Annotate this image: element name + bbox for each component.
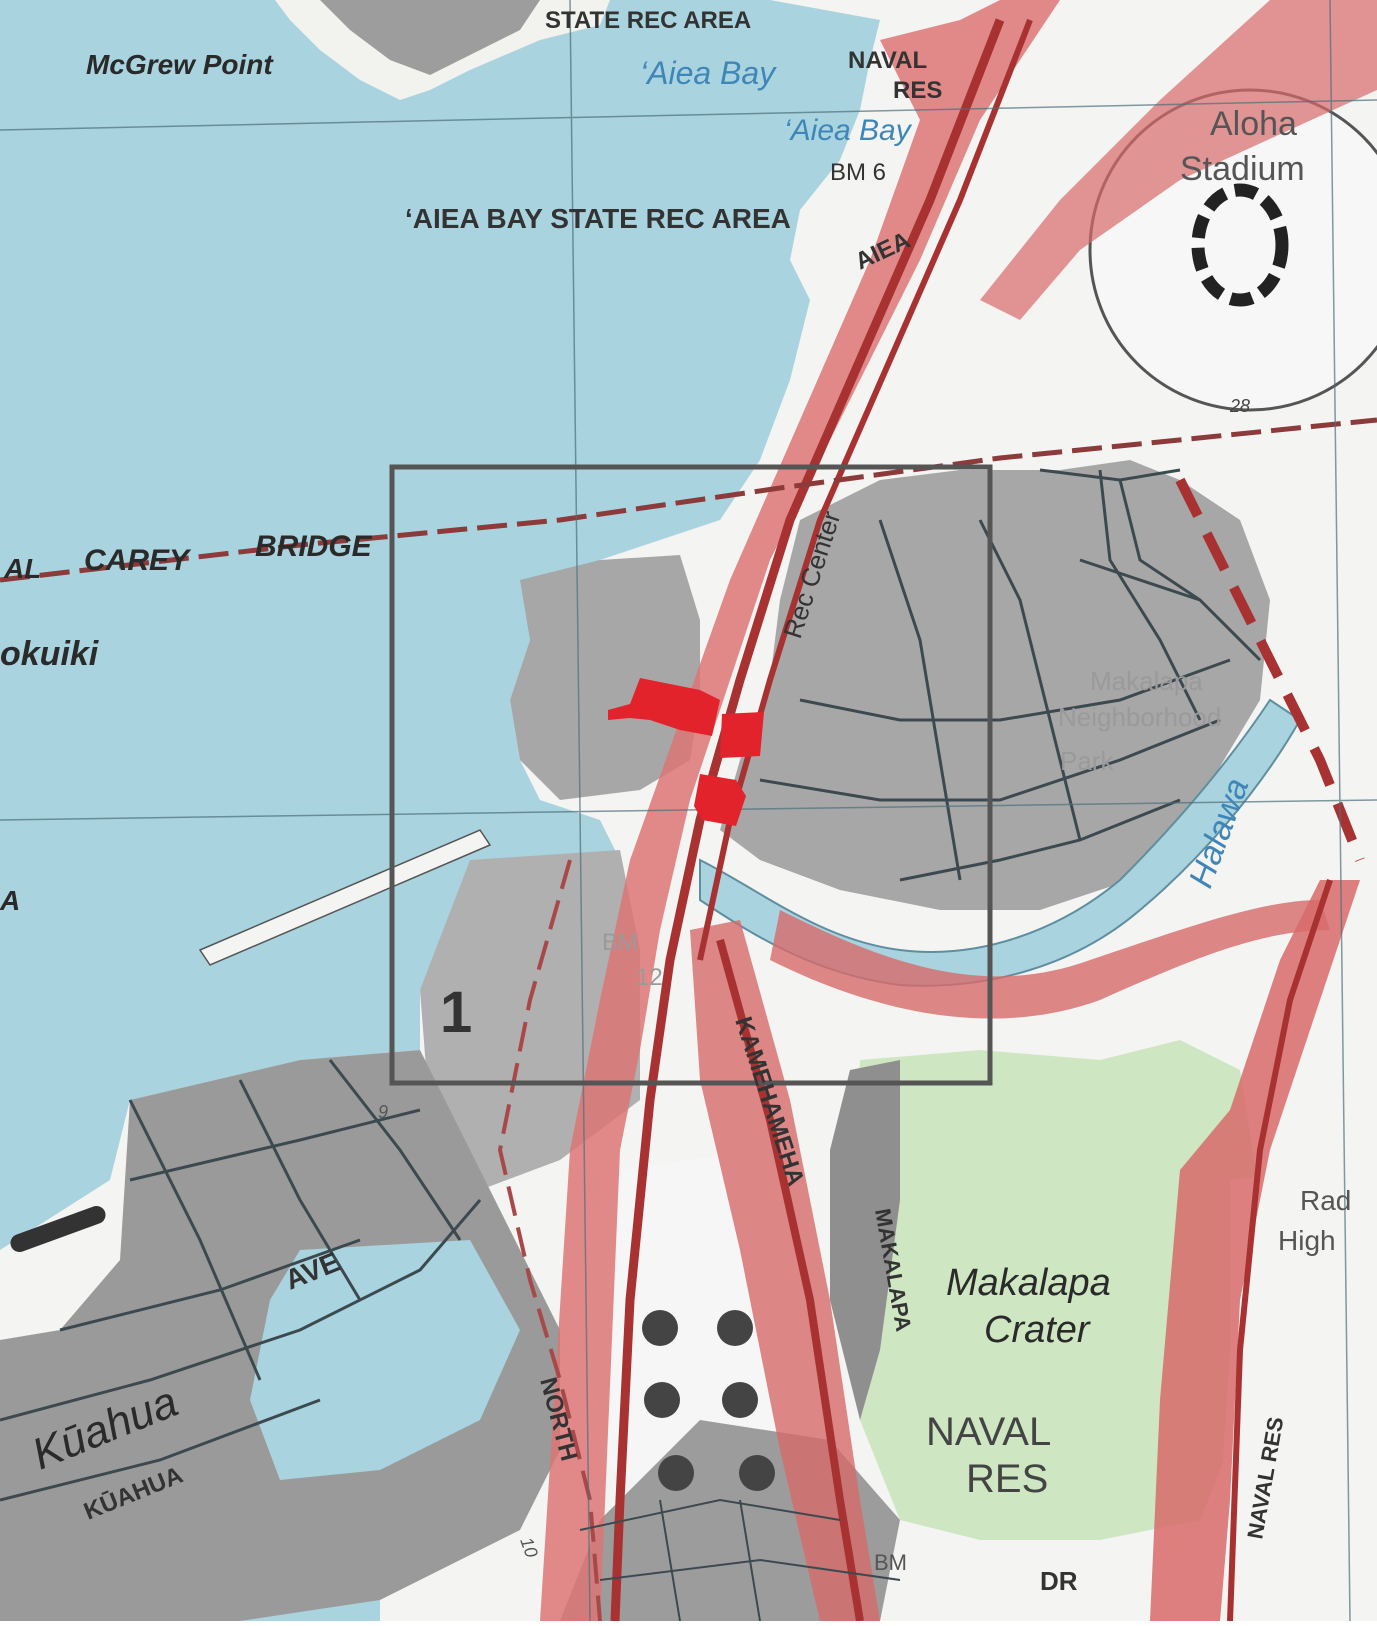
highway-east-lane	[1227, 879, 1333, 1622]
label-naval-res-line2: RES	[966, 1457, 1048, 1501]
label-bm-12-line2: 12	[636, 964, 663, 991]
label-aiea-bay-small: ‘Aiea Bay	[784, 114, 913, 147]
label-makalapa-neighborhood-line2: Neighborhood	[1058, 702, 1221, 732]
label-aiea-bay: ‘Aiea Bay	[640, 55, 777, 91]
study-site-parcel-a	[608, 678, 720, 736]
pier	[198, 829, 492, 966]
road-along-stream	[770, 900, 1330, 1019]
label-number-28: 28	[1229, 396, 1250, 416]
label-bridge: BRIDGE	[255, 530, 373, 563]
label-bm-bottom: BM	[874, 1550, 907, 1575]
kuahua-inner-water	[250, 1240, 520, 1480]
label-makalapa-crater-line2: Crater	[984, 1309, 1091, 1351]
label-radford-high-line1: Rad	[1300, 1185, 1351, 1216]
kamehameha-highway-centerline	[610, 18, 1005, 1622]
label-naval-res-top-line1: NAVAL	[848, 47, 927, 74]
label-makalapa-neighborhood-line1: Makalapa	[1090, 666, 1203, 696]
kamehameha-south-lane	[716, 938, 864, 1622]
mcgrew-point-developed	[320, 0, 540, 75]
study-site-parcel-b	[720, 712, 764, 758]
north-road-railway	[497, 859, 602, 1622]
label-makalapa-crater-line1: Makalapa	[946, 1262, 1111, 1304]
street-grid-south	[579, 1498, 901, 1622]
admiral-carey-bridge	[0, 417, 1377, 583]
study-site-polygons	[608, 678, 764, 826]
developed-area-crater-rim	[830, 1060, 900, 1420]
highway-east	[1150, 880, 1360, 1621]
label-carey: CAREY	[84, 544, 192, 577]
study-area-frame	[389, 464, 993, 1086]
railroad-east	[1175, 477, 1365, 862]
radford-high-area	[1220, 1170, 1377, 1621]
makalapa-crater-park	[850, 1040, 1260, 1540]
label-bm-12-line1: BM	[602, 929, 638, 956]
label-aloha-stadium-line1: Aloha	[1210, 105, 1297, 143]
label-aiea-bay-state-rec-area: ‘AIEA BAY STATE REC AREA	[405, 203, 791, 234]
label-naval-res-top-line2: RES	[893, 77, 942, 104]
label-mcgrew-point: McGrew Point	[86, 49, 274, 80]
aloha-stadium-building	[1191, 183, 1289, 307]
kamehameha-highway-corridor	[540, 0, 1060, 1621]
dock-structure	[10, 1205, 106, 1253]
label-okuiki: okuiki	[0, 635, 100, 673]
label-number-9: 9	[378, 1102, 388, 1122]
study-site-parcel-c	[694, 774, 746, 826]
label-radford-high-line2: High	[1278, 1225, 1336, 1256]
label-aloha-stadium-line2: Stadium	[1180, 150, 1305, 188]
label-makalapa-neighborhood-line3: Park	[1060, 746, 1114, 776]
developed-area-west	[510, 555, 700, 800]
highway-northeast	[980, 0, 1377, 320]
tank-farm-tanks	[642, 1310, 775, 1491]
label-state-rec-area: STATE REC AREA	[545, 7, 751, 34]
label-naval-res-line1: NAVAL	[926, 1410, 1051, 1454]
label-carey-al: AL	[3, 553, 41, 584]
street-grid-kuahua	[0, 1059, 482, 1502]
label-a-left: A	[0, 885, 20, 916]
label-bm6: BM 6	[830, 159, 886, 186]
study-area-number: 1	[440, 980, 472, 1045]
label-dr: DR	[1040, 1566, 1078, 1596]
street-grid-makalapa	[759, 468, 1262, 882]
